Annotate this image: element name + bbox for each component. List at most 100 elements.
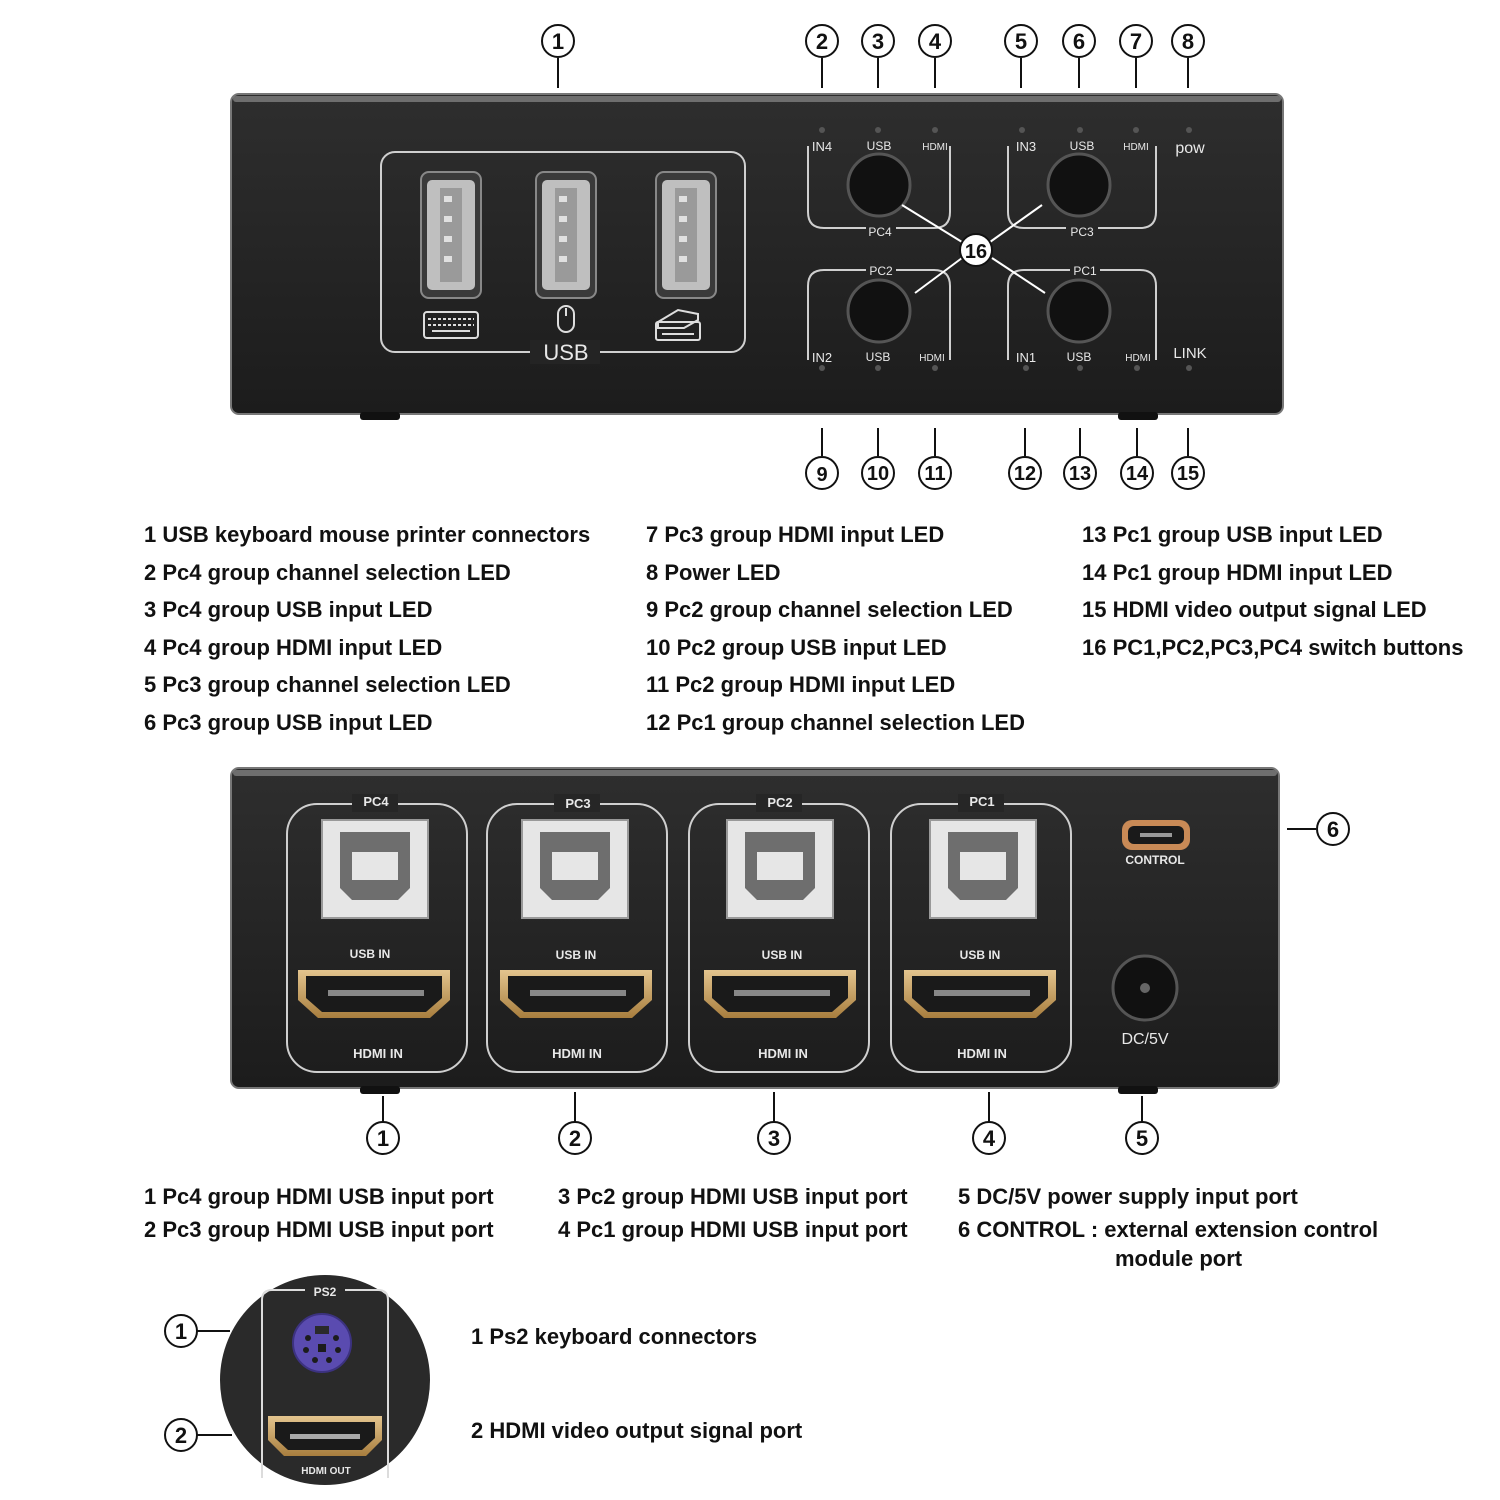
legend-item: 3 Pc4 group USB input LED — [144, 597, 433, 622]
led-label-usb3: USB — [1070, 139, 1095, 153]
ps2-port[interactable] — [292, 1313, 352, 1373]
led-label-usb1: USB — [1067, 350, 1092, 364]
hdmi-out-label: HDMI OUT — [301, 1466, 350, 1477]
rear-panel-top-edge — [233, 770, 1277, 776]
legend-item: 3 Pc2 group HDMI USB input port — [558, 1184, 908, 1209]
rear-usb-label-pc2: USB IN — [762, 948, 803, 962]
side-callout-circles — [164, 1314, 198, 1452]
rear-group-pc2 — [688, 794, 870, 1073]
front-panel-body — [230, 93, 1284, 415]
callout-side-1: 1 — [175, 1319, 187, 1344]
led-label-in2: IN2 — [812, 350, 832, 365]
switch-button-pc1[interactable] — [1046, 278, 1112, 344]
callout-bottom-10: 10 — [867, 463, 889, 485]
legend-item: 8 Power LED — [646, 559, 781, 585]
rear-usb-label-pc1: USB IN — [960, 948, 1001, 962]
callout-top-5: 5 — [1015, 29, 1027, 54]
led-label-usb2: USB — [866, 350, 891, 364]
usb-port-mouse[interactable] — [535, 171, 597, 299]
legend-item: 7 Pc3 group HDMI input LED — [646, 522, 945, 547]
keyboard-icon — [423, 311, 479, 339]
callout-rear-5: 5 — [1136, 1126, 1148, 1151]
legend-item: 6 CONTROL : external extension control — [958, 1217, 1379, 1242]
mouse-icon — [557, 305, 575, 333]
usb-group-label: USB — [543, 340, 588, 365]
rear-group-pc3 — [486, 794, 668, 1073]
legend-item: 12 Pc1 group channel selection LED — [646, 709, 1025, 735]
legend-item: 13 Pc1 group USB input LED — [1082, 522, 1383, 547]
callout-bottom-12: 12 — [1014, 463, 1036, 485]
side-callout-numbers: 1 2 — [175, 1319, 187, 1448]
rear-hdmi-label-pc4: HDMI IN — [353, 1046, 403, 1061]
callout-bottom-13: 13 — [1069, 463, 1091, 485]
callout-side-2: 2 — [175, 1423, 187, 1448]
side-callout-leaders — [197, 1330, 232, 1436]
legend-item: 4 Pc4 group HDMI input LED — [144, 634, 443, 660]
callout-bottom-14: 14 — [1126, 463, 1149, 485]
usb-b-port-pc4[interactable] — [321, 819, 429, 919]
usb-port-keyboard[interactable] — [420, 171, 482, 299]
rear-callout-leaders — [382, 828, 1316, 1122]
callout-top-2: 2 — [816, 29, 828, 54]
led-label-hdmi2: HDMI — [919, 353, 945, 364]
switch-button-pc4[interactable] — [846, 152, 912, 218]
rear-hdmi-label-pc3: HDMI IN — [552, 1046, 602, 1061]
rear-label-pc1: PC1 — [969, 794, 994, 809]
control-port-label: CONTROL — [1125, 853, 1184, 867]
group-label-pc2: PC2 — [869, 264, 893, 278]
rear-callout-numbers: 1 2 3 4 5 6 — [377, 817, 1339, 1151]
led-label-hdmi1: HDMI — [1125, 353, 1151, 364]
callout-16-circle — [959, 233, 993, 267]
callout-rear-6: 6 — [1327, 817, 1339, 842]
legend-item: 11 Pc2 group HDMI input LED — [646, 672, 956, 697]
dc-jack-label: DC/5V — [1121, 1031, 1168, 1048]
rear-label-pc3: PC3 — [565, 796, 590, 811]
callout-top-6: 6 — [1073, 29, 1085, 54]
usb-b-port-pc2[interactable] — [726, 819, 834, 919]
usb-b-port-pc3[interactable] — [521, 819, 629, 919]
hdmi-out-port[interactable] — [268, 1416, 382, 1456]
callout-top-7: 7 — [1130, 29, 1142, 54]
rear-foot-right — [1118, 1086, 1158, 1094]
legend-item: 2 Pc3 group HDMI USB input port — [144, 1217, 494, 1242]
callout-bottom-15: 15 — [1177, 463, 1199, 485]
usb-port-printer[interactable] — [655, 171, 717, 299]
callout-top-3: 3 — [872, 29, 884, 54]
rear-hdmi-label-pc1: HDMI IN — [957, 1046, 1007, 1061]
callout-bottom-11: 11 — [924, 463, 945, 485]
hdmi-port-pc4[interactable] — [298, 970, 450, 1018]
printer-icon — [655, 308, 701, 341]
legend-item: 4 Pc1 group HDMI USB input port — [558, 1217, 908, 1242]
hdmi-port-pc2[interactable] — [704, 970, 856, 1018]
top-callout-leaders — [557, 58, 1189, 88]
switch-button-pc2[interactable] — [846, 278, 912, 344]
led-label-hdmi4: HDMI — [922, 142, 948, 153]
legend-rear-col3: 5 DC/5V power supply input port 6 CONTRO… — [958, 1180, 1378, 1275]
legend-item: 5 Pc3 group channel selection LED — [144, 672, 511, 697]
front-panel: USB — [230, 24, 1284, 490]
legend-side-1: 1 Ps2 keyboard connectors — [471, 1324, 758, 1349]
led-label-hdmi3: HDMI — [1123, 142, 1149, 153]
hdmi-port-pc3[interactable] — [500, 970, 652, 1018]
rear-foot-left — [360, 1086, 400, 1094]
control-port[interactable] — [1122, 820, 1190, 850]
legend-item: 6 Pc3 group USB input LED — [144, 709, 433, 735]
side-panel: PS2 HDMI OUT 1 2 — [164, 1275, 430, 1485]
led-label-link: LINK — [1173, 345, 1206, 362]
callout-16-leaders — [901, 204, 1046, 294]
dc-power-jack[interactable] — [1111, 954, 1179, 1022]
led-label-in3: IN3 — [1016, 139, 1036, 154]
rubber-foot-left — [360, 412, 400, 420]
bottom-callout-numbers: 9 10 11 12 13 14 15 — [816, 463, 1199, 486]
usb-b-port-pc1[interactable] — [929, 819, 1037, 919]
rear-usb-label-pc4: USB IN — [350, 947, 391, 961]
hdmi-port-pc1[interactable] — [904, 970, 1056, 1018]
switch-button-pc3[interactable] — [1046, 152, 1112, 218]
callout-top-8: 8 — [1182, 29, 1194, 54]
rear-label-pc4: PC4 — [363, 794, 389, 809]
rear-callout-circles — [366, 812, 1350, 1155]
legend-rear-col1: 1 Pc4 group HDMI USB input port 2 Pc3 gr… — [144, 1180, 494, 1246]
rear-group-pc4 — [286, 794, 468, 1073]
legend-top-col2: 7 Pc3 group HDMI input LED 8 Power LED 9… — [646, 516, 1025, 741]
